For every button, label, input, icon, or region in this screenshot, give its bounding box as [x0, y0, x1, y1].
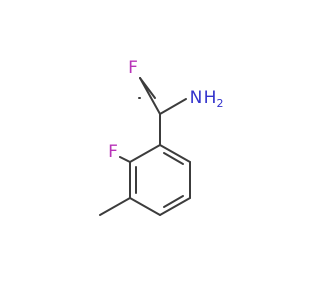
bond-ring-methyl [99, 197, 131, 216]
structure-diagram: F N H 2 F [99, 58, 224, 216]
ring-double-1 [163, 152, 184, 165]
amine-subscript-label: 2 [217, 97, 224, 110]
ring-bond-3 [159, 197, 191, 216]
fluorine-top-label: F [128, 58, 138, 78]
ring-bond-6 [129, 144, 161, 163]
amine-n-label: N [190, 88, 203, 108]
ring-double-2 [163, 195, 184, 208]
bond-chain-amine [159, 98, 187, 115]
fluorine-ring-label: F [108, 142, 118, 162]
molecule-canvas: F N H 2 F [99, 58, 224, 216]
ring-bond-1 [159, 144, 191, 163]
ring-bond-4 [129, 197, 161, 216]
amine-h-label: H [204, 88, 217, 108]
bond-fch2-chain [139, 77, 161, 115]
bond-ring-fluorine [119, 156, 131, 163]
